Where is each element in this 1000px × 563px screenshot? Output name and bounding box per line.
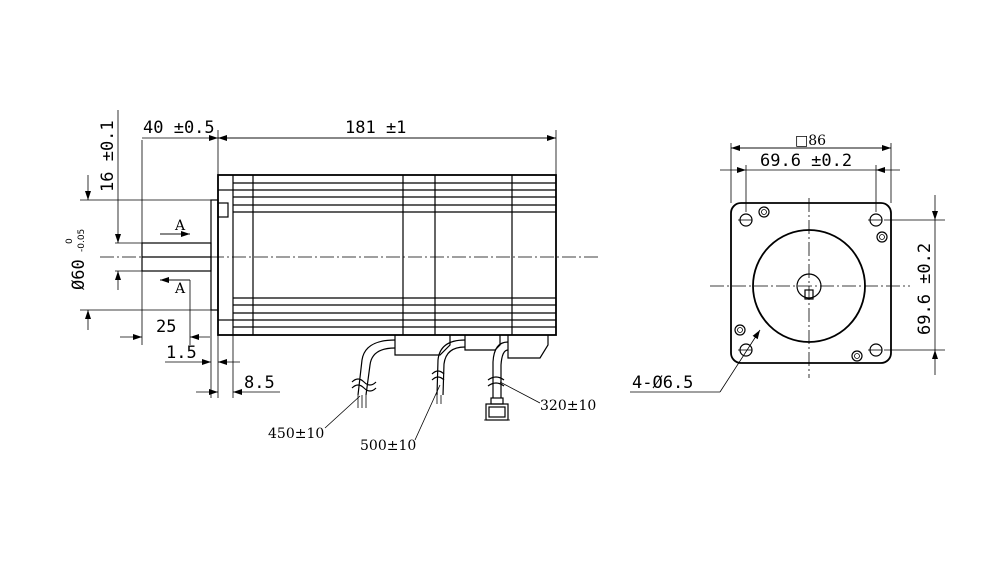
dim-body-length: 181 ±1 xyxy=(345,118,406,138)
dim-flange-thickness: 40 ±0.5 xyxy=(143,118,215,138)
dim-pilot: 1.5 xyxy=(166,343,197,363)
front-view: □86 69.6 ±0.2 69.6 ±0.2 4-Ø6.5 xyxy=(630,133,945,393)
motor-body xyxy=(210,174,557,336)
cable-length-2: 500±10 xyxy=(360,438,416,454)
section-mark-top: A xyxy=(174,218,186,234)
cable-length-1: 450±10 xyxy=(268,426,324,442)
dim-shaft-length: 25 xyxy=(156,317,176,337)
dim-flange-edge: 8.5 xyxy=(244,373,275,393)
dim-key-offset: 16 ±0.1 xyxy=(98,120,118,192)
side-dimension-lines xyxy=(80,110,557,441)
side-view: 40 ±0.5 181 ±1 16 ±0.1 Ø60 0 -0.05 25 1.… xyxy=(65,110,600,454)
dim-hole-spacing-v: 69.6 ±0.2 xyxy=(915,243,935,335)
dim-shaft-diameter: Ø60 xyxy=(69,259,89,290)
cable-length-3: 320±10 xyxy=(540,398,596,414)
dim-square: □86 xyxy=(795,133,826,149)
flange-square xyxy=(730,202,892,364)
motor-shaft xyxy=(100,233,600,281)
cables xyxy=(351,339,510,421)
section-mark-bottom: A xyxy=(174,281,186,297)
front-dimension-lines xyxy=(630,143,945,393)
dim-shaft-tol-upper: 0 xyxy=(65,238,75,244)
cable-glands xyxy=(394,335,549,359)
dim-hole-spacing-h: 69.6 ±0.2 xyxy=(760,151,852,171)
dim-holes: 4-Ø6.5 xyxy=(632,373,693,393)
dim-shaft-tol-lower: -0.05 xyxy=(77,229,87,252)
